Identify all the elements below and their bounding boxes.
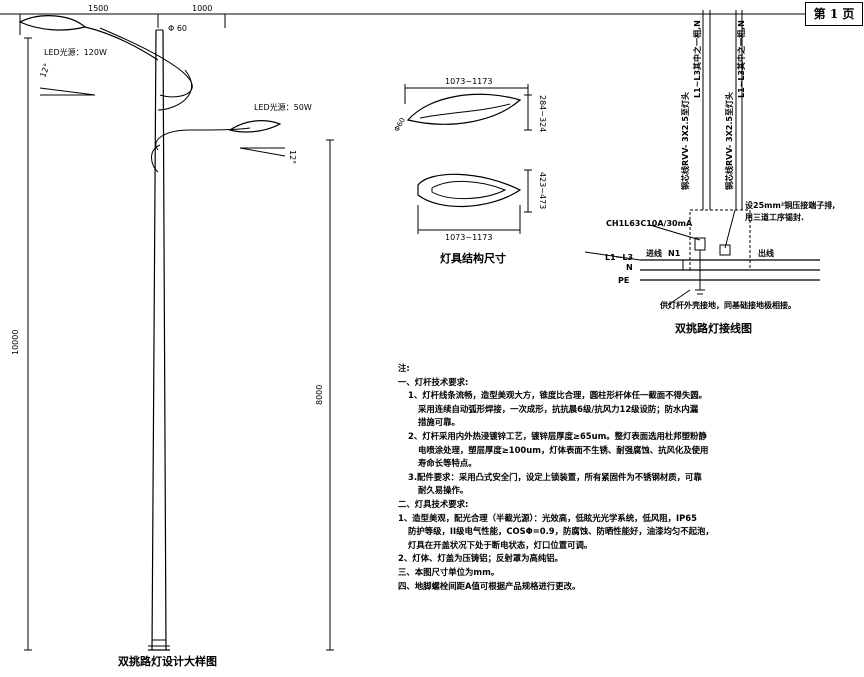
note-line: 二、灯具技术要求: bbox=[398, 498, 469, 509]
note-line: 防护等级，II级电气性能，COSΦ=0.9，防腐蚀、防晒性能好，油漆均匀不起泡， bbox=[408, 526, 714, 537]
lamp-structure-drawing bbox=[404, 84, 532, 234]
breaker-label: CH1L63C10A/30mA bbox=[606, 219, 693, 228]
dim-phi: Φ 60 bbox=[168, 24, 187, 33]
note-line: 1、灯杆线条流畅，造型美观大方，锥度比合理，圆柱形杆体任一截面不得失圆。 bbox=[408, 390, 707, 401]
n1-label: N1 bbox=[668, 249, 681, 258]
terminal-note-1: 设25mm²铜压接端子排, bbox=[745, 200, 835, 210]
angle-right-label: 12° bbox=[288, 150, 297, 164]
note-line: 灯具在开盖状况下处于断电状态，灯口位置可调。 bbox=[408, 539, 593, 550]
note-line: 电喷涂处理，塑层厚度≥100um，灯体表面不生锈、耐强腐蚀、抗风化及使用 bbox=[418, 444, 709, 455]
notes-block: 注: 一、灯杆技术要求: 1、灯杆线条流畅，造型美观大方，锥度比合理，圆柱形杆体任一… bbox=[398, 362, 838, 593]
cable-left-label: 铜芯线RVV- 3X2.5至灯头 bbox=[680, 92, 690, 190]
angle-left-label: 12° bbox=[38, 62, 51, 78]
lamp-labels: 1073~1173 Φ60 284~324 423~473 1073~1173 … bbox=[393, 77, 547, 265]
note-line: 三、本图尺寸单位为mm。 bbox=[398, 566, 500, 577]
note-line: 耐久易操作。 bbox=[418, 485, 469, 496]
in-line-label: 进线 bbox=[646, 248, 662, 258]
note-line: 2、灯体、灯盖为压铸铝；反射罩为高纯铝。 bbox=[398, 553, 563, 564]
note-line: 措施可靠。 bbox=[418, 417, 460, 428]
note-line: 采用连续自动弧形焊接，一次成形，抗抗晨6级/抗风力12级设防；防水内漏 bbox=[418, 403, 699, 414]
cable-right-label: 铜芯线RVV- 3X2.5至灯头 bbox=[724, 92, 734, 190]
note-line: 3.配件要求：采用凸式安全门，设定上锁装置，所有紧固件为不锈钢材质，可靠 bbox=[408, 471, 702, 482]
pole-drawing bbox=[18, 14, 334, 651]
wiring-title: 双挑路灯接线图 bbox=[675, 321, 752, 335]
pole-title: 双挑路灯设计大样图 bbox=[118, 654, 217, 668]
note-line: 一、灯杆技术要求: bbox=[398, 376, 469, 387]
lamp-len-bottom: 1073~1173 bbox=[445, 233, 492, 242]
note-line: 注: bbox=[398, 363, 410, 373]
dim-top-right: 1000 bbox=[192, 4, 212, 13]
dim-top-left: 1500 bbox=[88, 4, 108, 13]
note-line: 四、地脚螺栓间距A值可根据产品规格进行更改。 bbox=[398, 580, 581, 591]
height-low-label: 8000 bbox=[315, 385, 324, 405]
note-line: 2、灯杆采用内外热浸镀锌工艺，镀锌层厚度≥65um。整灯表面选用杜邦塑粉静 bbox=[408, 430, 707, 441]
led-upper-label: LED光源：120W bbox=[44, 47, 107, 57]
lamp-len-top: 1073~1173 bbox=[445, 77, 492, 86]
height-total-label: 10000 bbox=[11, 330, 20, 355]
led-lower-label: LED光源：50W bbox=[254, 102, 312, 112]
lamp-title: 灯具结构尺寸 bbox=[440, 251, 506, 265]
bus-l-label: L1~L3 bbox=[605, 253, 633, 262]
wiring-drawing bbox=[584, 10, 820, 306]
note-line: 1、造型美观，配光合理（半截光源）：光效高，低眩光光学系统，低风阻，IP65 bbox=[398, 512, 697, 523]
pole-labels: 1500 1000 Φ 60 LED光源：120W LED光源：50W 12° … bbox=[11, 4, 324, 668]
lamp-width-top: 423~473 bbox=[538, 172, 547, 209]
phase-left-label: L1~L3其中之一相,N bbox=[692, 20, 702, 98]
wiring-labels: 铜芯线RVV- 3X2.5至灯头 L1~L3其中之一相,N 铜芯线RVV- 3X… bbox=[605, 20, 835, 335]
lamp-height-side: 284~324 bbox=[538, 95, 547, 132]
ground-note: 供灯杆外壳接地，同基础接地极相接。 bbox=[659, 300, 796, 310]
lamp-dia: Φ60 bbox=[393, 117, 407, 133]
terminal-note-2: 用三道工序锡封. bbox=[744, 212, 804, 222]
phase-right-label: L1~L3其中之一相,N bbox=[736, 20, 746, 98]
out-line-label: 出线 bbox=[758, 248, 774, 258]
note-line: 寿命长等特点。 bbox=[418, 458, 477, 469]
bus-n-label: N bbox=[626, 263, 633, 272]
bus-pe-label: PE bbox=[618, 276, 629, 285]
